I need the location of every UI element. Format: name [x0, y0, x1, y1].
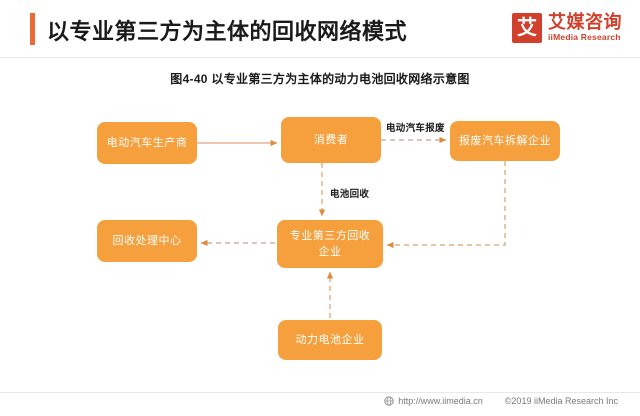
- page-title: 以专业第三方为主体的回收网络模式: [47, 19, 408, 44]
- page-header: 以专业第三方为主体的回收网络模式 艾 艾媒咨询 iiMedia Research: [0, 0, 640, 58]
- logo-name-en: iiMedia Research: [548, 32, 621, 43]
- title-accent-bar: [30, 13, 35, 45]
- figure-caption: 图4-40 以专业第三方为主体的动力电池回收网络示意图: [170, 72, 470, 86]
- globe-icon: [384, 396, 394, 406]
- edge-label-battery-recycling: 电池回收: [330, 189, 370, 200]
- header-divider: [0, 57, 640, 58]
- footer-divider: [0, 392, 640, 393]
- edge-dismantle-to-third: [386, 161, 506, 249]
- brand-logo: 艾 艾媒咨询 iiMedia Research: [512, 13, 622, 43]
- footer-copyright: ©2019 iiMedia Research Inc: [504, 396, 618, 406]
- node-third-party-recycler[interactable]: 专业第三方回收 企业: [277, 220, 383, 268]
- node-label-line2: 企业: [318, 246, 342, 258]
- footer-url-text: http://www.iimedia.cn: [398, 396, 483, 406]
- edge-label-scrap-vehicle: 电动汽车报废: [386, 123, 445, 134]
- node-battery-company[interactable]: 动力电池企业: [278, 320, 382, 360]
- node-scrap-car-dismantler[interactable]: 报废汽车拆解企业: [450, 121, 560, 161]
- logo-name-cn: 艾媒咨询: [548, 12, 622, 33]
- logo-text: 艾媒咨询 iiMedia Research: [548, 13, 622, 42]
- node-third-party-recycler-label: 专业第三方回收 企业: [290, 228, 371, 261]
- logo-mark-icon: 艾: [512, 13, 542, 43]
- page-footer: http://www.iimedia.cn ©2019 iiMedia Rese…: [0, 396, 640, 406]
- node-consumer[interactable]: 消费者: [281, 117, 381, 163]
- node-ev-manufacturer[interactable]: 电动汽车生产商: [97, 122, 197, 164]
- node-label-line1: 专业第三方回收: [289, 229, 371, 242]
- footer-website[interactable]: http://www.iimedia.cn: [384, 396, 483, 406]
- node-recycling-processing-center[interactable]: 回收处理中心: [97, 220, 197, 262]
